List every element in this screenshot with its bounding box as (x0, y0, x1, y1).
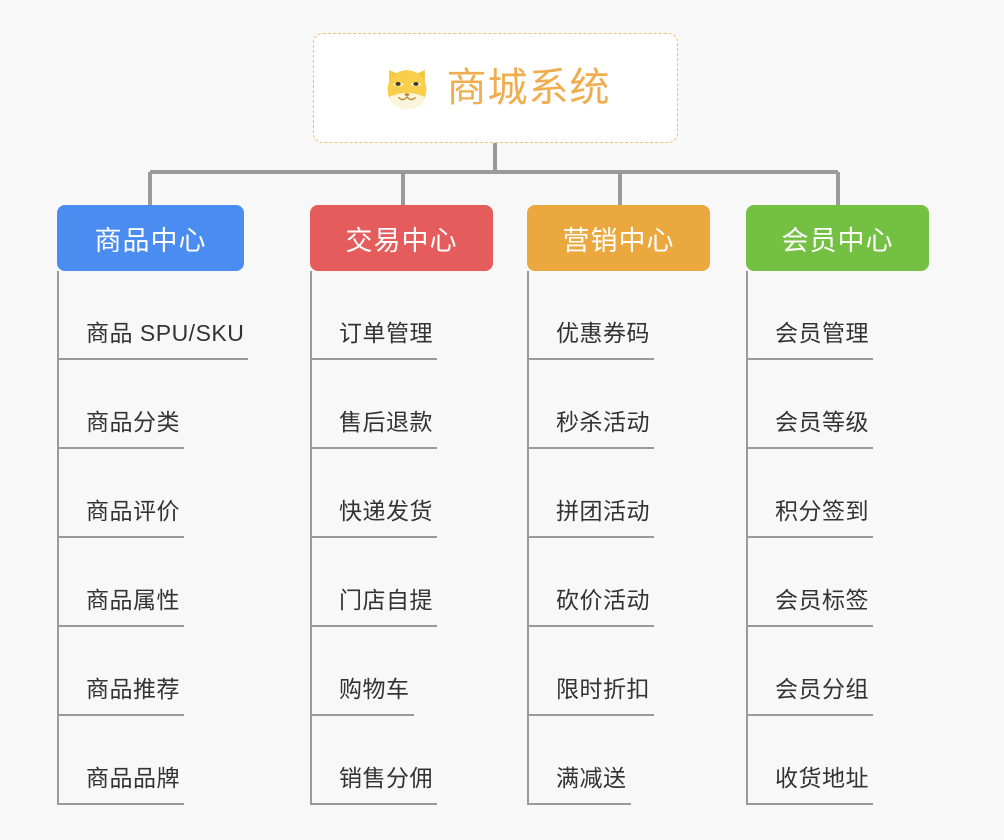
leaf-item[interactable]: 商品评价 (57, 449, 244, 538)
category-header-label: 营销中心 (562, 225, 675, 256)
leaf-item-underline (746, 625, 873, 627)
leaf-item-label: 订单管理 (339, 320, 433, 346)
leaf-item-label: 商品品牌 (86, 765, 180, 791)
leaf-item-label: 积分签到 (775, 498, 869, 524)
leaf-item-label: 优惠券码 (556, 320, 650, 346)
leaf-item-label: 销售分佣 (339, 765, 433, 791)
leaf-item-underline (746, 803, 873, 805)
leaf-item-label: 会员管理 (775, 320, 869, 346)
leaf-item-label: 会员标签 (775, 587, 869, 613)
leaf-item-underline (746, 358, 873, 360)
leaf-item[interactable]: 秒杀活动 (527, 360, 710, 449)
category-column-product-center: 商品中心商品 SPU/SKU 商品分类商品评价商品属性商品推荐商品品牌 (57, 205, 248, 805)
leaf-item-underline (57, 625, 184, 627)
leaf-item[interactable]: 销售分佣 (310, 716, 493, 805)
leaf-item-label: 快递发货 (339, 498, 433, 524)
leaf-item[interactable]: 会员分组 (746, 627, 929, 716)
leaf-item-underline (310, 447, 437, 449)
leaf-item-underline (527, 447, 654, 449)
leaf-item-underline (310, 536, 437, 538)
shiba-dog-face-icon (387, 70, 426, 110)
leaf-item-underline (527, 536, 654, 538)
leaf-item[interactable]: 拼团活动 (527, 449, 710, 538)
category-header-label: 商品中心 (94, 225, 207, 256)
leaf-item-label: 拼团活动 (556, 498, 650, 524)
leaf-item-label: 商品评价 (86, 498, 180, 524)
leaf-item-underline (746, 447, 873, 449)
leaf-item[interactable]: 商品分类 (57, 360, 244, 449)
leaf-item-underline (310, 625, 437, 627)
leaf-item[interactable]: 商品属性 (57, 538, 244, 627)
leaf-item[interactable]: 限时折扣 (527, 627, 710, 716)
category-column-marketing-center: 营销中心优惠券码秒杀活动拼团活动砍价活动限时折扣满减送 (527, 205, 710, 805)
leaf-item-label: 售后退款 (339, 409, 433, 435)
leaf-item[interactable]: 订单管理 (310, 271, 493, 360)
leaf-item[interactable]: 商品品牌 (57, 716, 244, 805)
leaf-item-underline (527, 625, 654, 627)
leaf-item-underline (310, 803, 437, 805)
category-column-member-center: 会员中心会员管理会员等级积分签到会员标签会员分组收货地址 (746, 205, 929, 805)
leaf-item-underline (57, 714, 184, 716)
leaf-item-label: 商品属性 (86, 587, 180, 613)
leaf-item[interactable]: 会员等级 (746, 360, 929, 449)
leaf-item-underline (527, 714, 654, 716)
root-node[interactable]: 商城系统 (313, 33, 678, 143)
leaf-list-product-center: 商品 SPU/SKU 商品分类商品评价商品属性商品推荐商品品牌 (57, 271, 248, 805)
leaf-item[interactable]: 满减送 (527, 716, 710, 805)
leaf-item[interactable]: 积分签到 (746, 449, 929, 538)
leaf-item-label: 商品分类 (86, 409, 180, 435)
leaf-item-underline (57, 447, 184, 449)
leaf-item[interactable]: 商品 SPU/SKU (57, 271, 248, 360)
leaf-item-underline (746, 714, 873, 716)
leaf-item-underline (527, 358, 654, 360)
leaf-item[interactable]: 商品推荐 (57, 627, 244, 716)
leaf-item[interactable]: 优惠券码 (527, 271, 710, 360)
leaf-item[interactable]: 砍价活动 (527, 538, 710, 627)
leaf-item[interactable]: 快递发货 (310, 449, 493, 538)
leaf-item-label: 门店自提 (339, 587, 433, 613)
leaf-item-label: 商品 SPU/SKU (86, 320, 245, 346)
leaf-item-label: 购物车 (339, 676, 410, 702)
leaf-list-trade-center: 订单管理售后退款快递发货门店自提购物车销售分佣 (310, 271, 493, 805)
leaf-item-underline (57, 358, 248, 360)
category-header-label: 交易中心 (345, 225, 458, 256)
category-header-product-center[interactable]: 商品中心 (57, 205, 244, 271)
leaf-item[interactable]: 售后退款 (310, 360, 493, 449)
leaf-item[interactable]: 门店自提 (310, 538, 493, 627)
category-column-trade-center: 交易中心订单管理售后退款快递发货门店自提购物车销售分佣 (310, 205, 493, 805)
leaf-item[interactable]: 购物车 (310, 627, 493, 716)
leaf-item-label: 商品推荐 (86, 676, 180, 702)
category-header-label: 会员中心 (781, 225, 894, 256)
leaf-item-underline (57, 536, 184, 538)
leaf-item[interactable]: 会员管理 (746, 271, 929, 360)
leaf-item-label: 收货地址 (775, 765, 869, 791)
leaf-item[interactable]: 会员标签 (746, 538, 929, 627)
root-title: 商城系统 (446, 66, 611, 110)
category-header-trade-center[interactable]: 交易中心 (310, 205, 493, 271)
leaf-item-underline (527, 803, 631, 805)
leaf-item-underline (746, 536, 873, 538)
leaf-list-member-center: 会员管理会员等级积分签到会员标签会员分组收货地址 (746, 271, 929, 805)
leaf-item-label: 满减送 (556, 765, 627, 791)
leaf-item-underline (310, 358, 437, 360)
leaf-item-label: 限时折扣 (556, 676, 650, 702)
leaf-item-underline (310, 714, 414, 716)
leaf-list-marketing-center: 优惠券码秒杀活动拼团活动砍价活动限时折扣满减送 (527, 271, 710, 805)
leaf-item[interactable]: 收货地址 (746, 716, 929, 805)
leaf-item-label: 秒杀活动 (556, 409, 650, 435)
category-header-marketing-center[interactable]: 营销中心 (527, 205, 710, 271)
leaf-item-label: 会员分组 (775, 676, 869, 702)
category-header-member-center[interactable]: 会员中心 (746, 205, 929, 271)
leaf-item-label: 会员等级 (775, 409, 869, 435)
leaf-item-label: 砍价活动 (556, 587, 650, 613)
leaf-item-underline (57, 803, 184, 805)
